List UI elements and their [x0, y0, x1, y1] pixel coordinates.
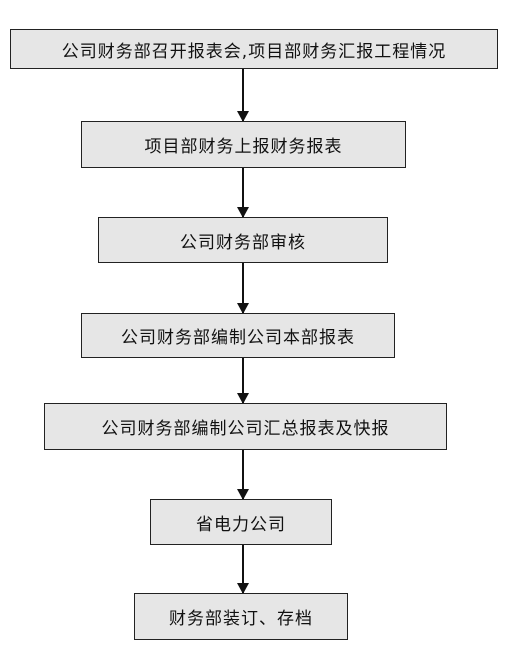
flow-step-6: 省电力公司	[150, 499, 332, 545]
flow-step-5: 公司财务部编制公司汇总报表及快报	[44, 403, 447, 450]
flow-step-3: 公司财务部审核	[98, 217, 388, 263]
flow-step-4-label: 公司财务部编制公司本部报表	[121, 328, 355, 348]
flow-step-7: 财务部装订、存档	[134, 593, 348, 640]
flow-step-1-label: 公司财务部召开报表会,项目部财务汇报工程情况	[61, 41, 447, 62]
flow-step-6-label: 省电力公司	[196, 514, 286, 535]
flow-step-3-label: 公司财务部审核	[180, 232, 306, 253]
flow-arrow-6	[237, 545, 249, 594]
flow-step-7-label: 财务部装订、存档	[169, 609, 313, 629]
flow-arrow-2	[237, 168, 249, 218]
flow-step-2-label: 项目部财务上报财务报表	[144, 137, 343, 157]
flow-step-1: 公司财务部召开报表会,项目部财务汇报工程情况	[10, 29, 498, 69]
flow-arrow-1	[237, 69, 249, 122]
flow-arrow-4	[237, 358, 249, 404]
flow-arrow-3	[237, 263, 249, 314]
flow-arrow-5	[237, 450, 249, 500]
flow-step-4: 公司财务部编制公司本部报表	[81, 313, 395, 358]
flow-step-2: 项目部财务上报财务报表	[81, 121, 406, 168]
flow-step-5-label: 公司财务部编制公司汇总报表及快报	[101, 419, 390, 439]
